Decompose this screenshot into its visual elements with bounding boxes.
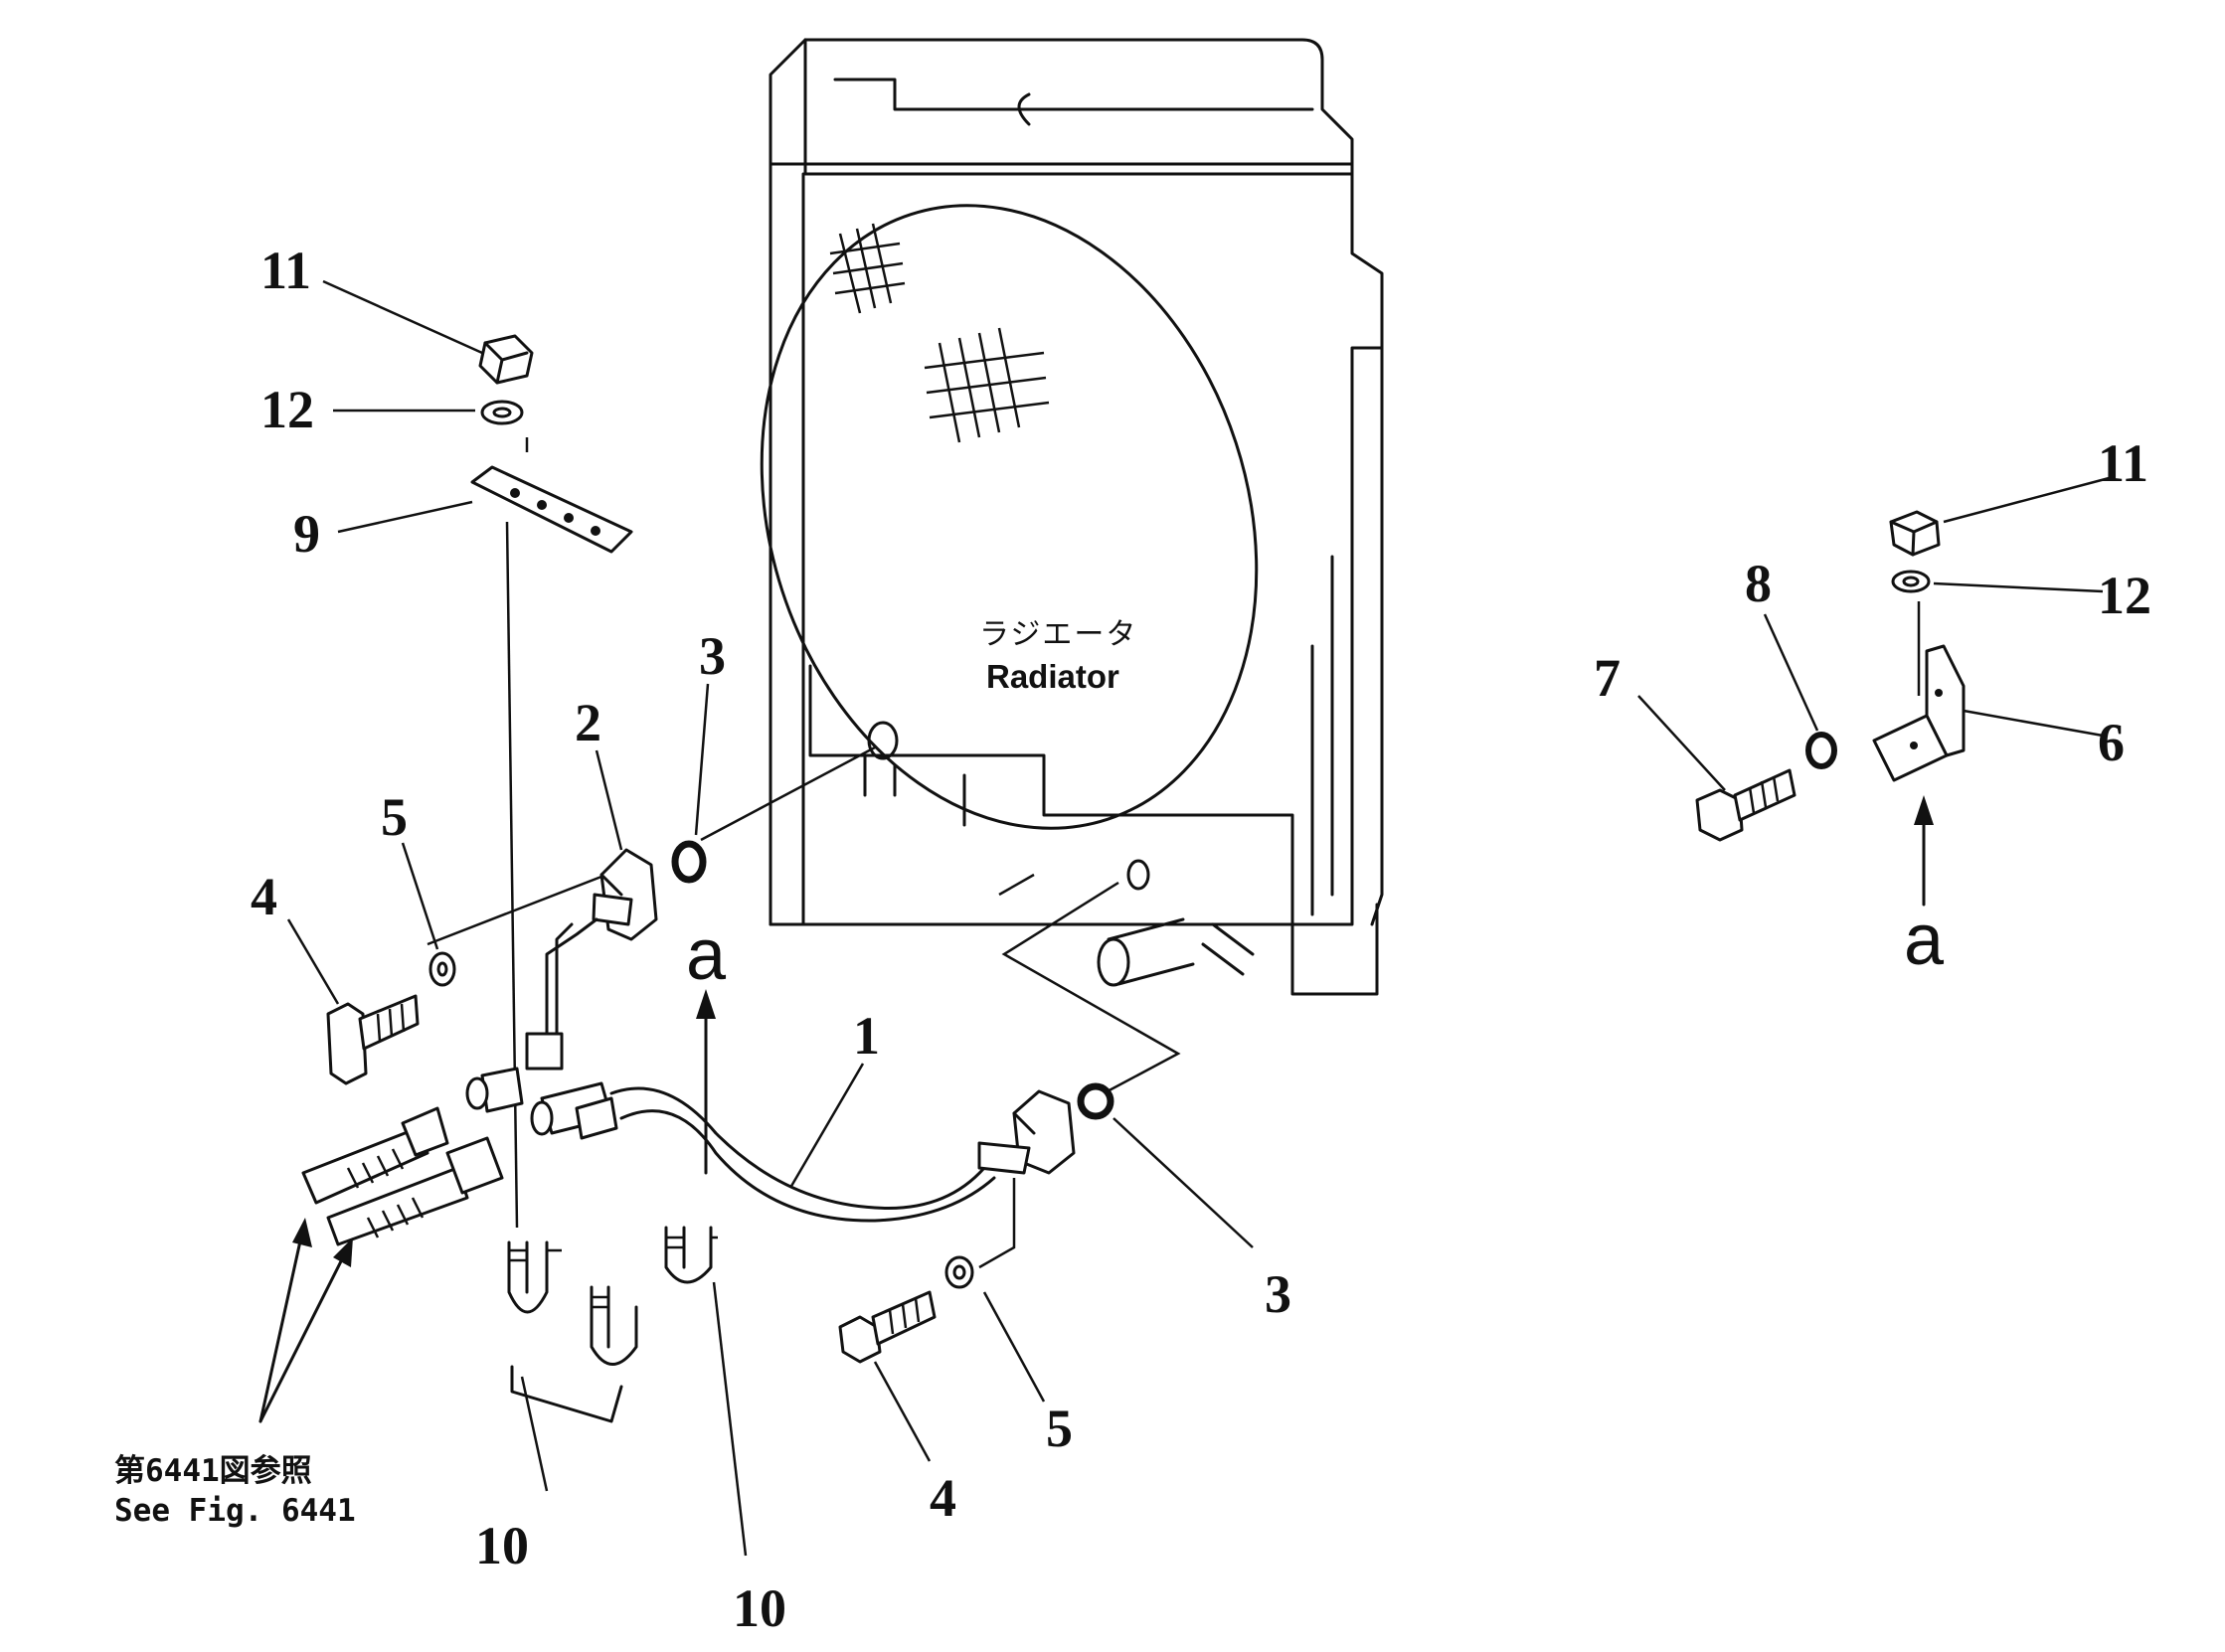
callout-10-left: 10 [475,1516,529,1575]
bolt-right [1695,768,1797,842]
callout-2: 2 [575,693,601,752]
callout-numbers: 11 12 9 2 3 5 4 1 3 5 4 10 10 11 12 8 7 … [251,241,2151,1638]
callout-10-right: 10 [733,1578,786,1638]
bolt-bottom [838,1290,937,1364]
view-arrow-right: a [1904,795,1945,980]
callout-8: 8 [1745,554,1772,613]
radiator-label-en: Radiator [986,658,1119,695]
callout-1: 1 [853,1006,880,1066]
view-arrow-letter-right: a [1904,901,1945,980]
flange-left [545,848,658,1046]
callout-11-right: 11 [2098,433,2148,493]
radiator: ラジエータ Radiator [760,38,1384,996]
view-arrow-letter-left: a [686,915,727,995]
hose-fittings [465,1032,618,1140]
callout-6: 6 [2098,713,2125,772]
callout-4-left: 4 [251,867,277,926]
callout-12-left: 12 [260,380,314,439]
reference-text-en: See Fig. 6441 [114,1493,356,1529]
angle-bracket [1872,644,1966,782]
radiator-label-jp: ラジエータ [979,617,1137,652]
bolt-left [326,994,420,1085]
flange-right [977,1089,1076,1175]
view-arrow-left: a [686,915,727,1175]
nut-left [478,334,534,385]
callout-5-bottom: 5 [1046,1399,1073,1458]
bracket-plate [470,465,633,554]
reference-text-jp: 第6441図参照 [114,1453,312,1489]
callout-5-left: 5 [381,787,408,847]
callout-11-left: 11 [260,241,311,300]
callout-4-bottom: 4 [930,1468,956,1528]
reference-arrows: 第6441図参照 See Fig. 6441 [114,1218,356,1529]
guide-lines [427,521,1181,1269]
u-clamps [507,1226,718,1423]
callout-7: 7 [1594,648,1621,708]
oring-right [1077,1082,1114,1120]
callout-9: 9 [293,504,320,564]
callout-3-right: 3 [1265,1264,1291,1324]
callout-12-right: 12 [2098,566,2151,625]
washer-8 [1805,732,1837,769]
tube [609,1086,986,1210]
callout-3-top: 3 [699,626,726,686]
leader-lines [286,279,2114,1557]
nut-right [1889,510,1941,557]
hoses [301,1106,504,1246]
oring-top [671,840,707,884]
